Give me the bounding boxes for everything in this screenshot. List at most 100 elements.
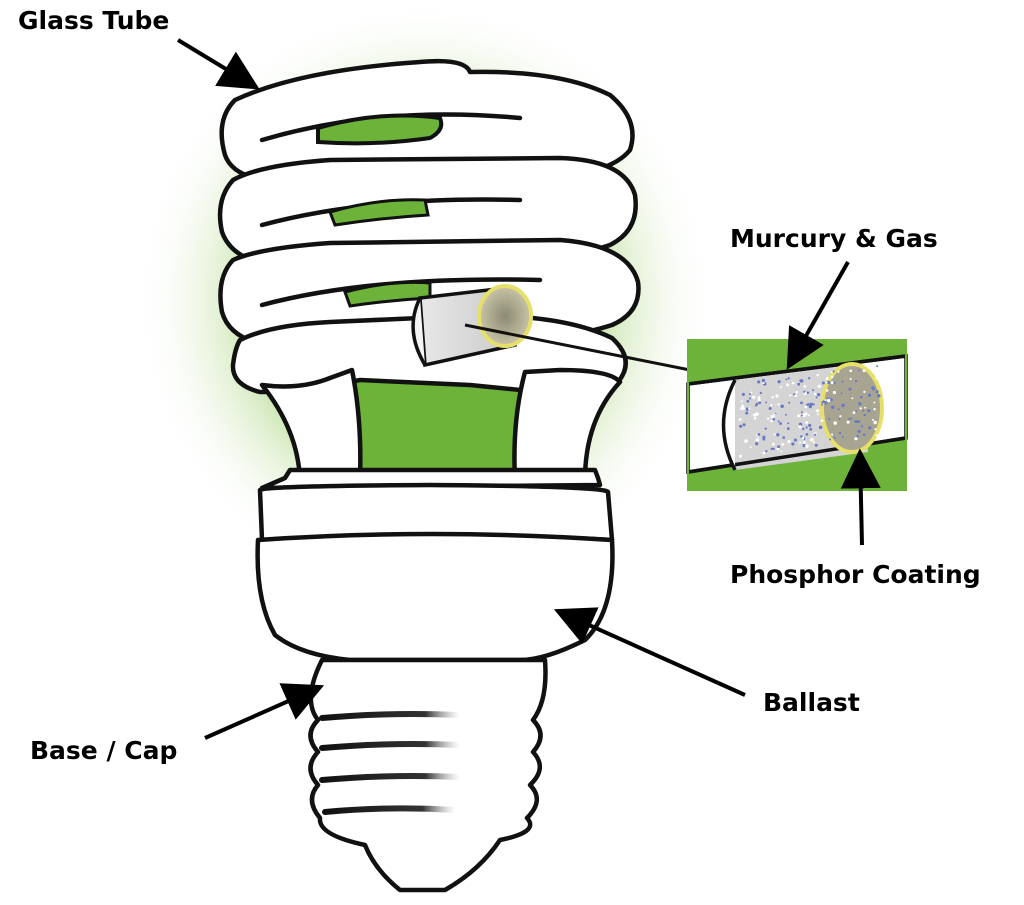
mercury-particle (757, 380, 761, 384)
mercury-particle (776, 447, 780, 451)
mercury-particle (807, 414, 810, 417)
mercury-particle (837, 408, 840, 411)
mercury-particle (871, 386, 875, 390)
coil-2-gap (328, 198, 430, 227)
mercury-particle (830, 405, 835, 410)
mercury-particle (759, 391, 762, 395)
mercury-particle (816, 392, 821, 397)
mercury-particle (824, 402, 828, 405)
mercury-particle (867, 409, 871, 413)
mercury-particle (812, 441, 815, 444)
mercury-particle (871, 365, 875, 368)
mercury-particle (840, 392, 843, 395)
mercury-particle (833, 421, 837, 425)
mercury-particle (777, 420, 780, 423)
mercury-particle (777, 445, 781, 449)
mercury-particle (830, 375, 834, 379)
mercury-particle (777, 403, 780, 406)
mercury-particle (747, 407, 751, 410)
mercury-particle (770, 404, 773, 407)
mercury-particle (849, 377, 852, 380)
mercury-particle (815, 396, 818, 399)
mercury-particle (850, 417, 853, 420)
mercury-particle (749, 446, 752, 449)
mercury-particle (776, 433, 780, 437)
mercury-particle (803, 390, 806, 393)
mercury-particle (741, 392, 745, 396)
mercury-particle (765, 401, 768, 404)
mercury-particle (816, 409, 820, 413)
mercury-particle (839, 415, 842, 418)
mercury-particle (814, 443, 818, 447)
mercury-particle (797, 414, 800, 417)
mercury-particle (856, 435, 859, 438)
mercury-particle (791, 381, 795, 385)
mercury-particle (825, 378, 828, 381)
mercury-particle (793, 438, 798, 442)
mercury-particle (801, 414, 803, 417)
mercury-particle (868, 426, 872, 430)
mercury-particle (864, 406, 867, 409)
mercury-particle (816, 413, 819, 416)
mercury-particle (765, 449, 768, 453)
mercury-particle (775, 394, 779, 398)
glass-tube-right-leg (512, 367, 623, 483)
mercury-particle (817, 384, 821, 389)
mercury-particle (860, 395, 863, 399)
mercury-particle (862, 409, 865, 412)
mercury-particle (808, 423, 812, 428)
mercury-particle (773, 433, 776, 436)
ballast-housing (255, 531, 615, 663)
mercury-particle (788, 401, 791, 404)
mercury-particle (762, 451, 766, 455)
mercury-particle (855, 410, 858, 413)
mercury-particle (805, 444, 809, 448)
mercury-particle (826, 380, 831, 385)
mercury-particle (740, 400, 743, 403)
mercury-particle (782, 436, 786, 439)
mercury-particle (809, 402, 814, 406)
mercury-particle (838, 418, 841, 420)
mercury-particle (798, 425, 802, 429)
mercury-particle (772, 442, 775, 446)
mercury-particle (872, 418, 874, 421)
mercury-particle (858, 402, 862, 406)
screw-threads (319, 711, 463, 815)
mercury-particle (748, 393, 751, 396)
mercury-particle (800, 435, 803, 438)
mercury-particle (824, 399, 827, 402)
mercury-particle (752, 413, 757, 417)
mercury-particle (854, 437, 858, 441)
mercury-particle (799, 441, 802, 444)
mercury-particle (741, 404, 745, 408)
mercury-particle (744, 439, 748, 443)
mercury-particle (863, 413, 866, 417)
mercury-particle (846, 420, 850, 424)
mercury-particle (768, 406, 772, 411)
mercury-particle (772, 447, 775, 451)
mercury-particle (802, 443, 806, 448)
mercury-gas-arrow (786, 261, 850, 370)
mercury-particle (784, 413, 787, 416)
mercury-particle (829, 398, 833, 402)
mercury-particle (777, 380, 781, 384)
mercury-particle (750, 391, 753, 394)
mercury-particle (807, 402, 810, 406)
mercury-particle (806, 391, 810, 395)
phosphor-coating-label: Phosphor Coating (730, 560, 981, 589)
mercury-particle (762, 382, 765, 385)
mercury-particle (876, 365, 879, 368)
mercury-particle (785, 378, 788, 381)
mercury-particle (827, 398, 831, 403)
mercury-particle (860, 425, 864, 428)
mercury-particle (802, 427, 805, 431)
mercury-particle (803, 385, 807, 388)
mercury-particle (812, 403, 815, 406)
mercury-particle (841, 380, 844, 383)
mercury-particle (805, 426, 808, 429)
glass-tube-left-leg (259, 367, 363, 483)
mercury-particle (773, 413, 776, 416)
mercury-particle (816, 373, 819, 377)
mercury-particle (849, 369, 853, 373)
mercury-particle (875, 390, 879, 394)
